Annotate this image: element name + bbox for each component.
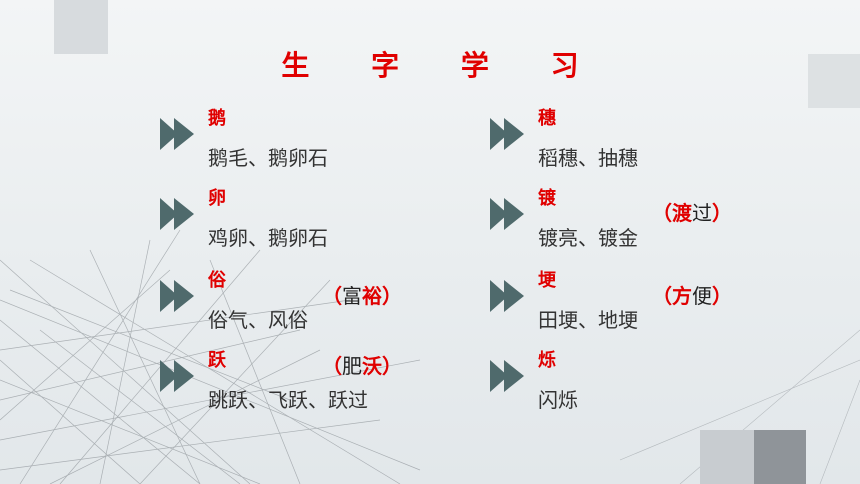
double-arrow-icon <box>160 280 194 312</box>
char-label: 烁 <box>538 350 556 371</box>
note-char-b: 裕 <box>362 284 382 308</box>
char-label: 跃 <box>208 350 226 371</box>
note-char-a: 富 <box>342 284 362 308</box>
char-label: 鹅 <box>208 108 226 129</box>
char-words: 俗气、风俗 <box>208 308 308 332</box>
double-arrow-icon <box>160 118 194 150</box>
char-words: 田埂、地埂 <box>538 308 638 332</box>
char-words: 闪烁 <box>538 388 578 412</box>
char-label: 穗 <box>538 108 556 129</box>
note-paren-close: ） <box>712 201 732 225</box>
double-arrow-icon <box>490 360 524 392</box>
char-words: 鸡卵、鹅卵石 <box>208 226 328 250</box>
note-paren-close: ） <box>712 284 732 308</box>
char-label: 埂 <box>538 270 556 291</box>
note-paren-close: ） <box>382 284 402 308</box>
double-arrow-icon <box>490 118 524 150</box>
note-paren-open: （ <box>322 354 342 378</box>
note-paren-open: （ <box>652 284 672 308</box>
note-char-a: 肥 <box>342 354 362 378</box>
char-label: 俗 <box>208 270 226 291</box>
note-char-b: 过 <box>692 201 712 225</box>
note-paren-close: ） <box>382 354 402 378</box>
page-title: 生 字 学 习 <box>281 49 605 82</box>
char-words: 稻穗、抽穗 <box>538 146 638 170</box>
note-paren-open: （ <box>322 284 342 308</box>
double-arrow-icon <box>490 280 524 312</box>
double-arrow-icon <box>160 360 194 392</box>
note-fuyu: （富裕） <box>322 280 402 309</box>
char-words: 镀亮、镀金 <box>538 226 638 250</box>
char-label: 卵 <box>208 188 226 209</box>
note-feiwo: （肥沃） <box>322 350 402 379</box>
char-words: 鹅毛、鹅卵石 <box>208 146 328 170</box>
char-label: 镀 <box>538 188 556 209</box>
note-char-a: 渡 <box>672 201 692 225</box>
note-duguo: （渡过） <box>652 197 732 226</box>
note-paren-open: （ <box>652 201 672 225</box>
char-words: 跳跃、飞跃、跃过 <box>208 388 368 412</box>
note-fangbian: （方便） <box>652 280 732 309</box>
note-char-b: 便 <box>692 284 712 308</box>
double-arrow-icon <box>160 198 194 230</box>
note-char-b: 沃 <box>362 354 382 378</box>
double-arrow-icon <box>490 198 524 230</box>
note-char-a: 方 <box>672 284 692 308</box>
